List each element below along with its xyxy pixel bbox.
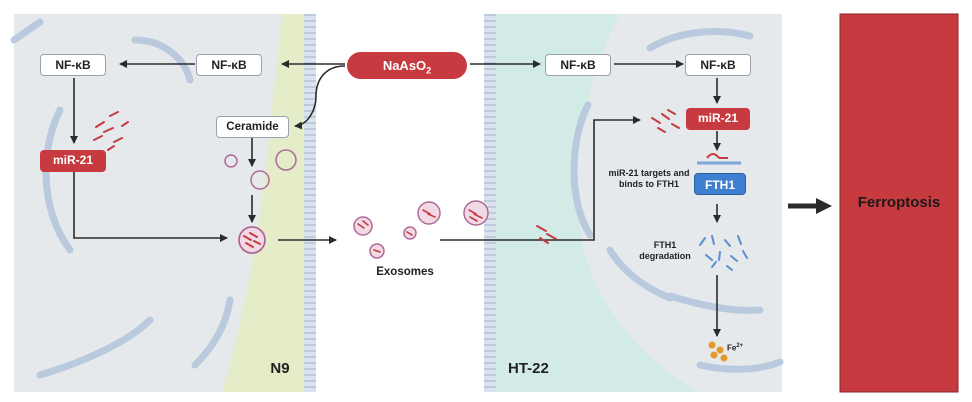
ht22-membrane [484,14,496,392]
arrow-exosome-to-ht22 [440,116,641,241]
fth1-degradation-line2: degradation [639,251,691,261]
ht22-nfkb-left: NF-κB [545,54,611,76]
fth1-box: FTH1 [694,173,746,195]
mirna-fragments-icon [536,109,680,244]
ht22-er-strand [606,246,674,302]
naaso2-label: NaAsO [382,58,427,73]
naaso2-subscript: 2 [426,65,432,76]
vesicle-icon [224,154,238,168]
iron-symbol: Fe [727,343,737,353]
ferroptosis-panel [839,13,959,393]
exosome-icon [238,226,266,254]
fth1-fragments-icon [699,235,748,271]
n9-nfkb-inner: NF-κB [196,54,262,76]
mirna-fragments-icon [93,111,129,151]
ht22-mir21: miR-21 [686,108,750,130]
n9-er-strand [42,106,74,254]
fth1-degradation-line1: FTH1 [653,240,677,250]
mir21-targets-line1: miR-21 targets and [608,168,690,178]
mir21-targets-text: miR-21 targets and binds to FTH1 [594,168,704,190]
n9-er-strand [131,36,194,84]
n9-cytoplasm [14,14,282,392]
iron-label: Fe2+ [727,343,743,353]
ht22-er-strand [570,101,594,239]
arrow-naaso2-to-ceramide [294,65,346,130]
exosomes-cluster-icon [353,200,489,259]
iron-ions-icon [708,341,728,362]
vesicle-icon [275,149,297,171]
ht22-er-strand [646,28,754,52]
n9-cell-label: N9 [270,360,290,377]
exosomes-label: Exosomes [376,266,434,278]
naaso2-pill: NaAsO2 [347,52,467,79]
ht22-nfkb-right: NF-κB [685,54,751,76]
mrna-binding-icon [697,153,741,165]
ht22-er-strand [666,292,764,314]
n9-mir21: miR-21 [40,150,106,172]
fth1-degradation-text: FTH1 degradation [630,240,700,262]
n9-er-strand [36,316,154,379]
vesicle-icon [250,170,270,190]
arrows [70,60,721,337]
n9-er-strand [10,18,44,44]
n9-er-strand [191,296,234,369]
n9-nfkb-outer: NF-κB [40,54,106,76]
arrow-mir21-to-exosome [73,172,228,242]
ferroptosis-label: Ferroptosis [857,194,941,211]
mir21-targets-line2: binds to FTH1 [619,179,679,189]
n9-panel [10,14,316,392]
ht22-panel [484,14,784,392]
iron-charge: 2+ [736,343,744,349]
arrow-to-ferroptosis-head [816,198,832,214]
ht22-er-strand [696,358,784,373]
n9-ceramide: Ceramide [216,116,289,138]
n9-membrane [304,14,316,392]
ht22-cell-label: HT-22 [508,360,549,377]
